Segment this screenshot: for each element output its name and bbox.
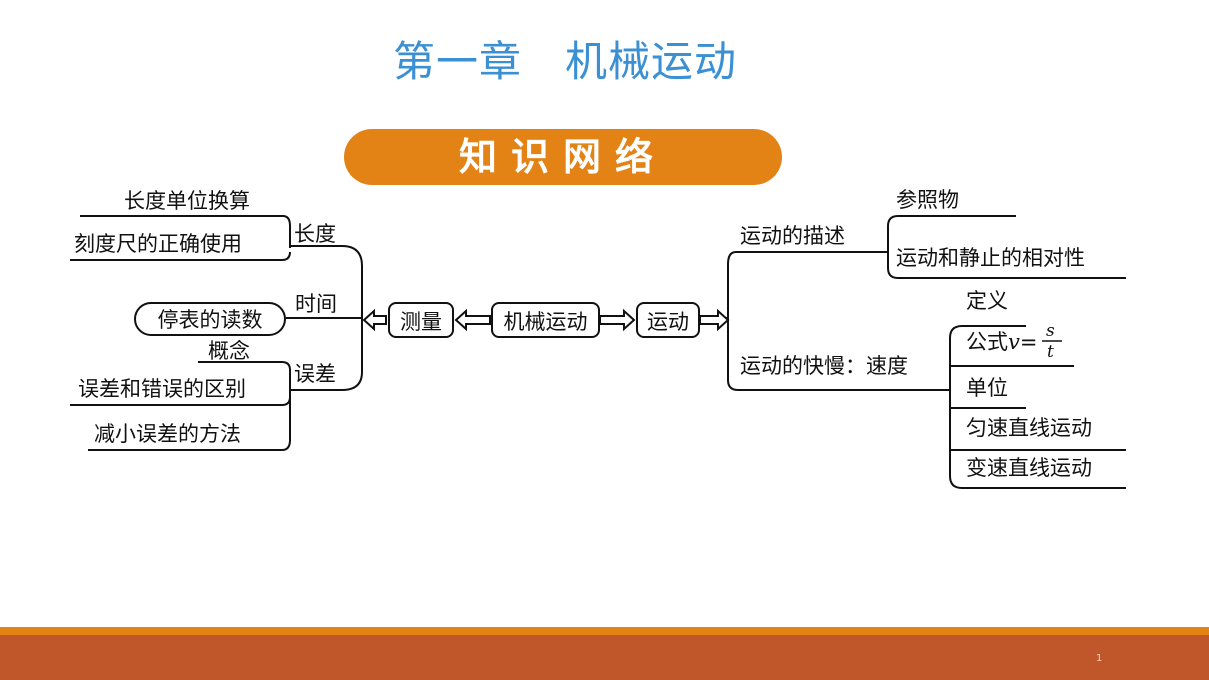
arrow-right-motion [599,308,636,332]
stopwatch-reading: 停表的读数 [134,302,286,336]
variable-linear-motion: 变速直线运动 [966,456,1092,480]
line-right-spine [727,251,950,391]
speed-definition: 定义 [966,289,1008,313]
formula-numerator: s [1046,321,1055,341]
length-unit-conversion: 长度单位换算 [124,189,250,213]
line-desc-ref [887,215,1016,252]
line-length-unit [80,215,291,248]
length-label: 长度 [294,222,336,246]
line-speed-spine [949,325,1026,339]
formula-variable: v [1008,330,1020,354]
arrow-left-main [454,308,491,332]
measure-box: 测量 [388,302,454,338]
error-vs-mistake: 误差和错误的区别 [78,377,246,401]
line-desc-rel [887,252,1126,279]
time-label: 时间 [295,292,337,316]
footer-accent [0,627,1209,635]
motion-description-label: 运动的描述 [740,224,845,248]
page-number: 1 [1096,653,1103,664]
main-topic-box: 机械运动 [491,302,600,338]
reduce-error-methods: 减小误差的方法 [94,422,241,446]
arrow-right-branch [699,308,730,332]
line-error-reduce [88,392,291,451]
speed-unit: 单位 [966,376,1008,400]
formula-prefix: 公式 [966,330,1008,354]
ruler-usage: 刻度尺的正确使用 [74,232,242,256]
speed-label: 运动的快慢：速度 [740,354,908,378]
line-length-main [70,251,291,261]
error-concept: 概念 [208,339,250,363]
section-banner: 知识网络 [344,129,782,185]
arrow-left-measure [362,308,387,332]
formula-denominator: t [1047,342,1054,362]
relativity-of-motion: 运动和静止的相对性 [896,246,1085,270]
motion-box: 运动 [636,302,700,338]
line-error-concept [198,361,291,392]
formula-equals: = [1019,330,1038,354]
uniform-linear-motion: 匀速直线运动 [966,416,1092,440]
line-speed-lower [949,338,1126,489]
speed-formula: 公式v= [966,330,1037,354]
error-label: 误差 [294,362,336,386]
page-title: 第一章 机械运动 [392,37,737,86]
footer-bar [0,635,1209,680]
reference-object: 参照物 [896,188,959,212]
